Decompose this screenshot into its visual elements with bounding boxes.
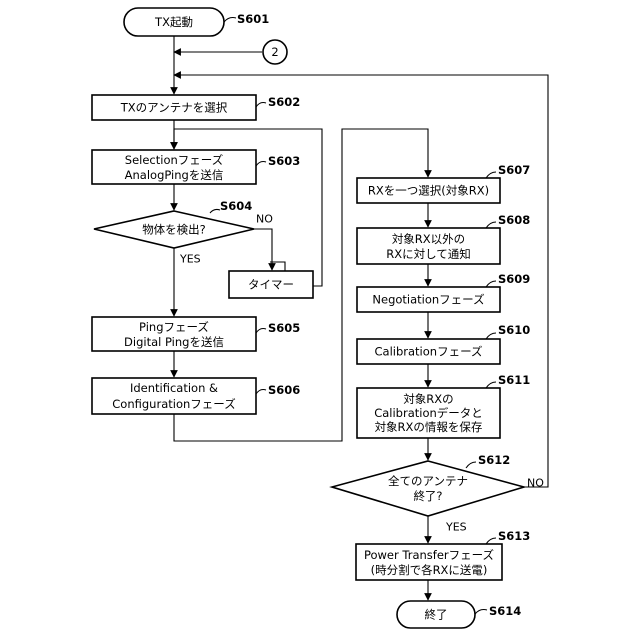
step-s611: S611	[498, 373, 530, 387]
s610-label: Calibrationフェーズ	[375, 345, 483, 359]
step-s613: S613	[498, 529, 530, 543]
s608-label-line1: 対象RX以外の	[392, 232, 465, 246]
connector-2: 2	[263, 40, 287, 64]
connector-label: 2	[271, 45, 278, 59]
s611-label-line3: 対象RXの情報を保存	[375, 420, 483, 434]
step-s610: S610	[498, 323, 530, 337]
s609-box: Negotiationフェーズ	[357, 287, 500, 312]
step-s606: S606	[268, 383, 300, 397]
step-labels: S601 S602 S603 S604 S605 S606 S607 S608 …	[210, 12, 530, 618]
s602-label: TXのアンテナを選択	[120, 101, 228, 115]
step-s603: S603	[268, 154, 300, 168]
step-s607: S607	[498, 163, 530, 177]
s603-box: Selectionフェーズ AnalogPingを送信	[92, 150, 256, 184]
start-terminal: TX起動	[124, 8, 224, 36]
step-s608: S608	[498, 213, 530, 227]
s607-label: RXを一つ選択(対象RX)	[368, 184, 489, 198]
s606-box: Identification & Configurationフェーズ	[92, 378, 256, 414]
s608-label-line2: RXに対して通知	[386, 247, 471, 261]
s606-label-line1: Identification &	[130, 381, 218, 395]
s612-decision: 全てのアンテナ 終了?	[332, 461, 524, 516]
s603-label-line2: AnalogPingを送信	[125, 168, 224, 182]
s602-box: TXのアンテナを選択	[92, 95, 256, 120]
edge-s604-no	[254, 229, 272, 270]
s612-label-line2: 終了?	[413, 489, 442, 503]
s605-label-line2: Digital Pingを送信	[124, 335, 224, 349]
s610-box: Calibrationフェーズ	[357, 339, 500, 364]
start-label: TX起動	[154, 15, 193, 29]
s611-label-line2: Calibrationデータと	[374, 406, 483, 420]
step-s604: S604	[220, 199, 252, 213]
s605-label-line1: Pingフェーズ	[139, 320, 209, 334]
s613-box: Power Transferフェーズ (時分割で各RXに送電)	[356, 544, 502, 580]
s611-label-line1: 対象RXの	[403, 392, 453, 406]
step-s601: S601	[237, 12, 269, 26]
step-s602: S602	[268, 95, 300, 109]
step-s605: S605	[268, 321, 300, 335]
step-s609: S609	[498, 272, 530, 286]
s612-label-line1: 全てのアンテナ	[388, 474, 468, 488]
s609-label: Negotiationフェーズ	[372, 293, 484, 307]
timer-label: タイマー	[248, 278, 294, 292]
s607-box: RXを一つ選択(対象RX)	[357, 178, 500, 203]
s608-box: 対象RX以外の RXに対して通知	[357, 228, 500, 264]
end-terminal: 終了	[397, 601, 475, 628]
s604-decision: 物体を検出?	[94, 211, 254, 248]
s606-label-line2: Configurationフェーズ	[112, 397, 235, 411]
s611-box: 対象RXの Calibrationデータと 対象RXの情報を保存	[357, 388, 500, 438]
s603-label-line1: Selectionフェーズ	[125, 153, 223, 167]
step-s614: S614	[489, 604, 521, 618]
s604-no-label: NO	[256, 213, 273, 226]
s613-label-line1: Power Transferフェーズ	[364, 548, 494, 562]
s605-box: Pingフェーズ Digital Pingを送信	[92, 317, 256, 351]
s612-yes-label: YES	[445, 521, 467, 534]
s604-label: 物体を検出?	[142, 223, 206, 237]
s612-no-label: NO	[527, 477, 544, 490]
timer-box: タイマー	[229, 271, 313, 298]
s613-label-line2: (時分割で各RXに送電)	[371, 563, 488, 577]
step-s612: S612	[478, 453, 510, 467]
end-label: 終了	[425, 608, 448, 622]
s604-yes-label: YES	[179, 253, 201, 266]
